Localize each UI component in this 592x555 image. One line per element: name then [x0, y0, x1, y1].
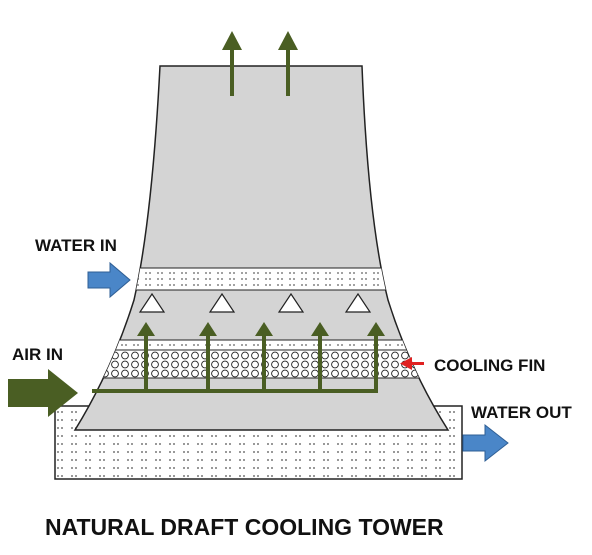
air-flow-arrow-icon — [367, 322, 385, 336]
water-out-label: WATER OUT — [471, 403, 572, 422]
air-flow-arrow-icon — [199, 322, 217, 336]
air-out-arrows — [222, 31, 298, 96]
spray-nozzle-icon — [138, 292, 166, 313]
cooling-fin-pointer-icon — [400, 357, 424, 370]
spray-nozzle-icon — [344, 292, 372, 313]
cooling-fin-layer — [75, 349, 448, 379]
diagram-title: NATURAL DRAFT COOLING TOWER — [45, 514, 444, 540]
spray-nozzle-icon — [277, 292, 305, 313]
air-flow-arrow-icon — [137, 322, 155, 336]
air-flow-internal — [92, 322, 385, 393]
water-in-label: WATER IN — [35, 236, 117, 255]
spray-nozzle-icon — [208, 292, 236, 313]
air-flow-arrow-icon — [255, 322, 273, 336]
air-flow-arrow-icon — [278, 31, 298, 50]
distribution-layer — [75, 267, 448, 291]
air-flow-arrow-icon — [311, 322, 329, 336]
spray-nozzles — [138, 292, 372, 313]
air-in-label: AIR IN — [12, 345, 63, 364]
water-in-arrow-icon — [87, 261, 131, 299]
air-flow-arrow-icon — [222, 31, 242, 50]
tower-shell — [73, 65, 450, 431]
water-out-arrow-icon — [462, 423, 509, 463]
air-in-arrow-icon — [8, 369, 78, 417]
fill-pack-upper — [75, 339, 448, 351]
cooling-fin-label: COOLING FIN — [434, 356, 545, 375]
